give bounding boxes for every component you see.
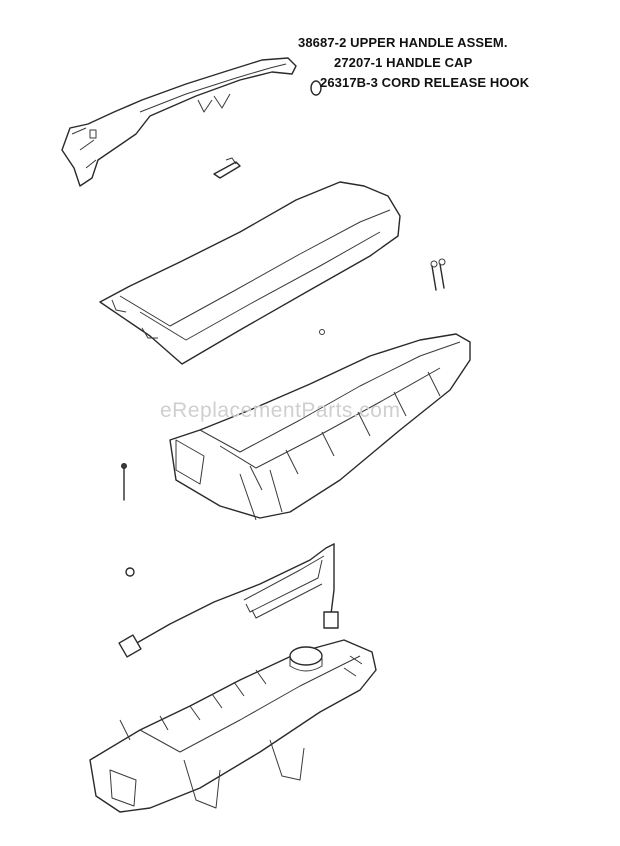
part-number: 38687-2 xyxy=(298,35,347,50)
part-name: CORD RELEASE HOOK xyxy=(381,75,530,90)
cord-assembly xyxy=(119,544,338,657)
cover-screws xyxy=(320,259,446,335)
part-number: 27207-1 xyxy=(334,55,383,70)
base-housing xyxy=(170,334,470,520)
upper-cover-shell xyxy=(100,182,400,364)
upper-handle-assembly xyxy=(62,58,296,186)
part-name: UPPER HANDLE ASSEM. xyxy=(350,35,508,50)
part-label-cord-release-hook: 26317B-3 CORD RELEASE HOOK xyxy=(320,75,529,90)
washer xyxy=(126,568,134,576)
part-label-upper-handle: 38687-2 UPPER HANDLE ASSEM. xyxy=(298,35,508,50)
cord-release-hook xyxy=(214,158,240,178)
part-name: HANDLE CAP xyxy=(386,55,473,70)
watermark-text: eReplacementParts.com xyxy=(160,399,401,422)
nail xyxy=(122,464,127,501)
part-label-handle-cap: 27207-1 HANDLE CAP xyxy=(334,55,472,70)
part-number: 26317B-3 xyxy=(320,75,378,90)
handle-cap xyxy=(311,81,321,95)
bottom-chassis xyxy=(90,640,376,812)
